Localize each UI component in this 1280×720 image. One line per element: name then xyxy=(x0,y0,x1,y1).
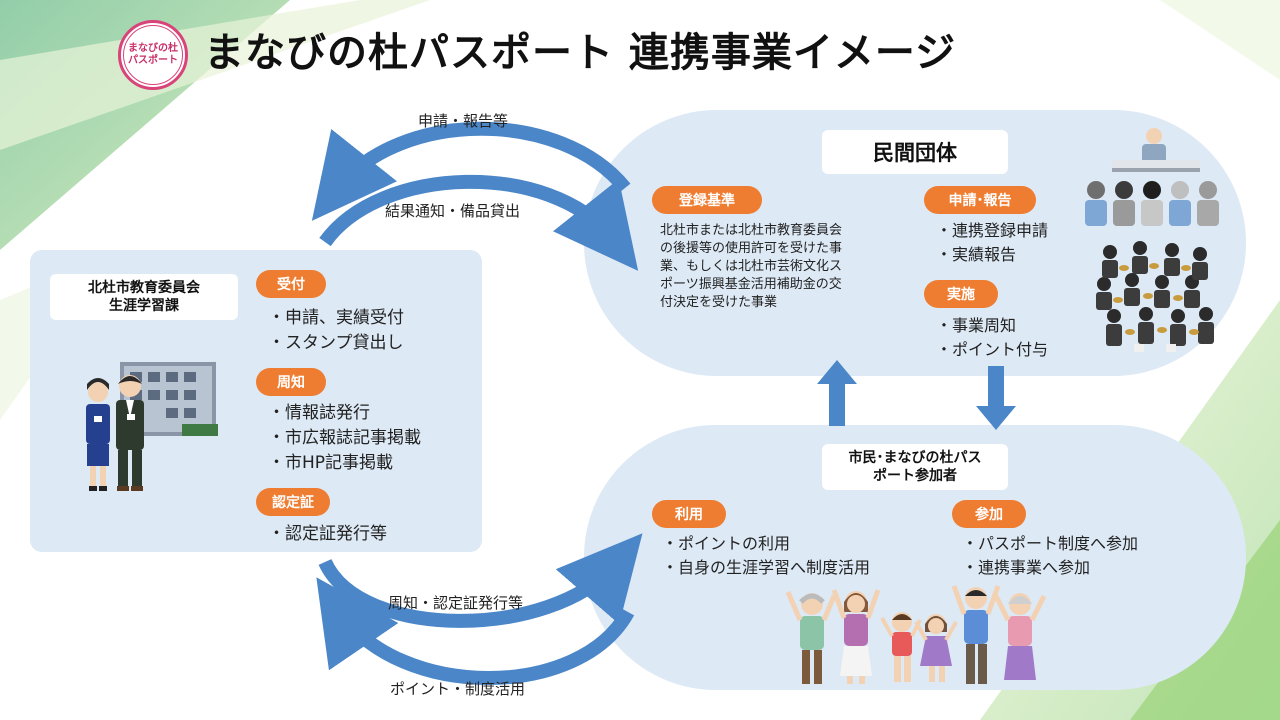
arrow-apply-report xyxy=(311,121,631,221)
citizens-illustration xyxy=(785,585,1047,684)
label-apply-report: 申請・報告等 xyxy=(418,112,509,130)
tag-join: 参加 xyxy=(952,500,1026,528)
list-item: ・ポイントの利用 xyxy=(662,534,791,553)
arrow-points-use xyxy=(316,577,635,685)
tag-certificate: 認定証 xyxy=(256,488,330,516)
apply-list: ・連携登録申請 ・実績報告 xyxy=(936,219,1048,267)
citizens-name-line2: ポート参加者 xyxy=(873,468,957,484)
list-item: ・実績報告 xyxy=(936,245,1017,264)
label-notice-cert: 周知・認定証発行等 xyxy=(388,594,524,612)
page-title: まなびの杜パスポート 連携事業イメージ xyxy=(204,30,957,76)
tag-notice: 周知 xyxy=(256,368,326,396)
list-item: ・事業周知 xyxy=(936,316,1017,335)
list-item: ・自身の生涯学習へ制度活用 xyxy=(662,558,871,577)
criteria-line: ポーツ振興基金活用補助金の交 xyxy=(660,277,842,292)
list-item: ・認定証発行等 xyxy=(268,524,387,544)
arrow-result-loan xyxy=(319,174,639,271)
board-name-box: 北杜市教育委員会 生涯学習課 xyxy=(50,274,238,320)
logo-line2: パスポート xyxy=(128,55,178,66)
tag-apply-report: 申請･報告 xyxy=(924,186,1036,214)
notice-list: ・情報誌発行 ・市広報誌記事掲載 ・市HP記事掲載 xyxy=(268,401,421,476)
tag-implementation: 実施 xyxy=(924,280,998,308)
tag-criteria: 登録基準 xyxy=(652,186,762,214)
label-result-loan: 結果通知・備品貸出 xyxy=(385,202,521,220)
list-item: ・市広報誌記事掲載 xyxy=(268,428,421,448)
list-item: ・パスポート制度へ参加 xyxy=(962,534,1139,553)
list-item: ・申請、実績受付 xyxy=(268,308,404,328)
label-points-use: ポイント・制度活用 xyxy=(390,680,526,698)
private-group-name: 民間団体 xyxy=(873,141,957,165)
criteria-line: 北杜市または北杜市教育委員会 xyxy=(660,223,843,238)
board-name-line1: 北杜市教育委員会 xyxy=(88,280,200,296)
list-item: ・ポイント付与 xyxy=(936,340,1049,359)
use-list: ・ポイントの利用 ・自身の生涯学習へ制度活用 xyxy=(662,532,870,580)
office-staff-illustration xyxy=(86,362,218,491)
implementation-list: ・事業周知 ・ポイント付与 xyxy=(936,314,1048,362)
criteria-line: 付決定を受けた事業 xyxy=(660,295,778,310)
logo-line1: まなびの杜 xyxy=(128,42,178,54)
criteria-text: 北杜市または北杜市教育委員会 の後援等の使用許可を受けた事 業、もしくは北杜市芸… xyxy=(660,222,842,312)
list-item: ・連携事業へ参加 xyxy=(962,558,1091,577)
tag-use: 利用 xyxy=(652,500,726,528)
reception-list: ・申請、実績受付 ・スタンプ貸出し xyxy=(268,306,404,356)
logo-inner: まなびの杜 パスポート xyxy=(123,25,183,85)
join-list: ・パスポート制度へ参加 ・連携事業へ参加 xyxy=(962,532,1138,580)
citizens-name-line1: 市民･まなびの杜パス xyxy=(848,450,982,466)
citizens-name-box: 市民･まなびの杜パス ポート参加者 xyxy=(822,444,1008,490)
list-item: ・スタンプ貸出し xyxy=(268,333,404,353)
criteria-line: の後援等の使用許可を受けた事 xyxy=(660,241,843,256)
criteria-line: 業、もしくは北杜市芸術文化ス xyxy=(660,259,843,274)
private-group-name-box: 民間団体 xyxy=(822,130,1008,174)
list-item: ・連携登録申請 xyxy=(936,221,1049,240)
list-item: ・市HP記事掲載 xyxy=(268,453,394,473)
orchestra-illustration xyxy=(1096,241,1214,352)
board-name-line2: 生涯学習課 xyxy=(109,298,179,314)
certificate-list: ・認定証発行等 xyxy=(268,522,387,547)
up-arrow xyxy=(817,360,857,426)
list-item: ・情報誌発行 xyxy=(268,403,370,423)
tag-reception: 受付 xyxy=(256,270,326,298)
passport-logo: まなびの杜 パスポート xyxy=(118,20,188,90)
lecture-illustration xyxy=(1085,128,1219,226)
down-arrow xyxy=(976,366,1016,430)
